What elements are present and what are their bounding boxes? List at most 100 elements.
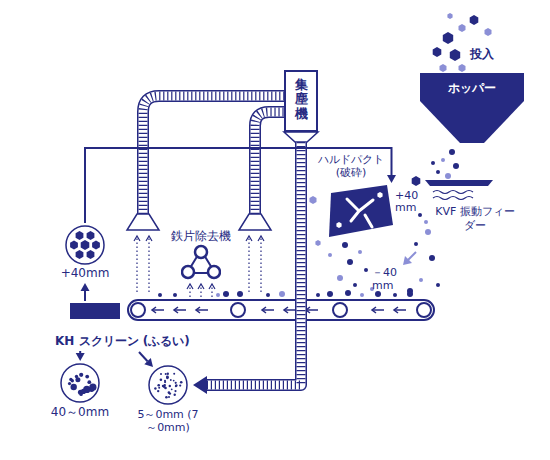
label-holder: －40 mm — [372, 266, 402, 292]
particle — [441, 158, 445, 162]
duct-outline — [255, 112, 286, 214]
particle — [163, 384, 165, 386]
node-label: 集塵機 — [295, 78, 308, 121]
particle — [173, 293, 177, 297]
particle — [157, 390, 159, 392]
dotted-arrow — [136, 237, 137, 292]
arrow-line — [84, 291, 86, 301]
lump — [447, 13, 452, 19]
arrow-head — [146, 236, 152, 241]
particle — [266, 293, 270, 297]
vibrating-feeder: KVF 振動フィーダー — [425, 180, 525, 233]
particle — [223, 291, 229, 297]
particle — [164, 387, 167, 390]
particle — [173, 380, 175, 382]
particle — [424, 220, 428, 224]
dotted-arrow — [248, 237, 249, 292]
particle — [360, 293, 364, 297]
arrow-head — [144, 358, 153, 367]
particle — [425, 229, 431, 235]
lump — [470, 15, 479, 25]
particle — [407, 291, 413, 297]
particle — [449, 149, 455, 155]
lump — [81, 240, 90, 250]
particle — [154, 387, 156, 389]
node-label: +40mm — [55, 266, 115, 281]
duct-stripes — [207, 142, 301, 385]
particle — [175, 384, 177, 386]
magnet-separator: 鉄片除去機 — [163, 229, 239, 280]
arrow-head — [193, 376, 207, 394]
label-holder: 投入 — [470, 46, 494, 63]
dotted-arrow — [189, 285, 190, 297]
product-circle-symbol — [60, 363, 100, 403]
feeder-tray — [425, 180, 493, 186]
particle — [168, 391, 171, 394]
particle — [358, 250, 362, 254]
product-circle: +40mm — [55, 225, 115, 281]
lump — [76, 250, 84, 259]
particle — [165, 396, 168, 399]
lump — [92, 241, 100, 250]
particle — [237, 291, 243, 297]
duct-stripes — [255, 112, 286, 214]
particle — [419, 278, 423, 282]
lump — [485, 28, 492, 36]
lump — [440, 64, 447, 72]
particle — [180, 381, 183, 384]
particle — [167, 373, 169, 375]
sample-circle — [149, 366, 187, 404]
arrow-head — [246, 236, 252, 241]
crusher: ハルドパクト (破砕) — [325, 153, 395, 237]
particle — [170, 379, 172, 381]
magnet-separator-symbol — [181, 244, 221, 280]
duct-stripes — [143, 96, 286, 214]
lump — [433, 47, 442, 57]
suction-hood — [127, 214, 159, 230]
duct-arrow — [193, 142, 301, 394]
lump — [336, 222, 341, 228]
particle — [85, 375, 89, 379]
particle — [158, 293, 162, 297]
duct-outline — [207, 142, 301, 385]
particle — [445, 173, 451, 179]
particle — [174, 390, 176, 392]
particle — [166, 376, 169, 379]
duct-inner — [207, 142, 301, 385]
arrow-head — [187, 284, 193, 289]
lump — [315, 240, 320, 246]
arrow-head — [198, 284, 204, 289]
duct-inner — [255, 112, 286, 214]
lump — [87, 250, 95, 259]
lump — [412, 176, 421, 186]
annotation: +40 mm — [395, 190, 419, 214]
particle — [279, 291, 285, 297]
lump — [70, 241, 78, 250]
dotted-arrow — [260, 237, 261, 292]
lump — [76, 231, 84, 240]
magnet-roll — [182, 266, 194, 278]
lump — [443, 32, 453, 44]
arrow-head — [134, 236, 140, 241]
lump — [459, 64, 466, 72]
flow-arrow — [81, 283, 90, 301]
arrow-line — [79, 351, 81, 353]
particle — [164, 381, 166, 383]
node-label: KVF 振動フィーダー — [433, 205, 517, 233]
belt-arrow-head — [152, 307, 156, 313]
screen: KH スクリーン (ふるい) — [55, 303, 195, 349]
particle — [216, 293, 220, 297]
particle — [157, 384, 160, 387]
hopper: ホッパー — [420, 73, 524, 143]
particle — [71, 384, 77, 390]
particle — [81, 389, 86, 394]
particle — [393, 293, 397, 297]
belt-arrow-head — [262, 307, 266, 313]
crusher-symbol — [325, 185, 395, 237]
particle — [431, 161, 435, 165]
conveyor-roller — [131, 303, 145, 317]
dust-collector: 集塵機 — [284, 70, 318, 132]
particle — [328, 253, 332, 257]
dotted-arrow — [200, 285, 201, 297]
